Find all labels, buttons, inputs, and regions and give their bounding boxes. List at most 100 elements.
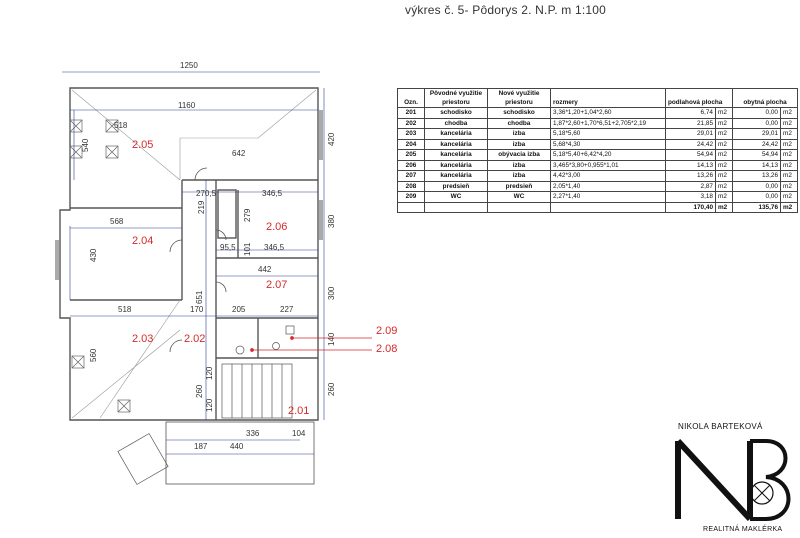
skylights — [69, 119, 131, 413]
table-row: 207 kancelária izba 4,42*3,00 13,26 m2 1… — [397, 170, 798, 182]
dim-label: 346,5 — [262, 189, 283, 198]
cell-dimensions: 5,68*4,30 — [550, 138, 666, 150]
toilet-icon — [235, 345, 245, 355]
cell-unit: m2 — [715, 170, 733, 182]
cell-unit: m2 — [780, 170, 798, 182]
cell-unit: m2 — [715, 180, 733, 192]
cell-code: 203 — [397, 128, 425, 140]
cell-living-area: 54,94 — [732, 149, 781, 161]
cell-floor-area: 2,87 — [665, 180, 716, 192]
cell-original-use: kancelária — [424, 128, 488, 140]
cell-unit: m2 — [715, 149, 733, 161]
cell-code: 205 — [397, 149, 425, 161]
cell-new-use: schodisko — [487, 107, 551, 119]
cell-living-area: 29,01 — [732, 128, 781, 140]
cell-dimensions: 2,27*1,40 — [550, 191, 666, 203]
cell-original-use: predsieň — [424, 180, 488, 192]
skylight-icon — [69, 145, 83, 159]
cell-dimensions: 1,87*2,60+1,70*6,51+2,705*2,19 — [550, 117, 666, 129]
total-floor-area: 170,40 — [665, 201, 716, 213]
col-new-use: Nové využitie priestoru — [487, 88, 551, 108]
dim-label: 440 — [230, 442, 244, 451]
cell-dimensions: 3,465*3,80+0,955*1,01 — [550, 159, 666, 171]
dim-label: 518 — [118, 305, 132, 314]
cell-living-area: 14,13 — [732, 159, 781, 171]
dim-label: 95,5 — [220, 243, 236, 252]
dim-label: 101 — [243, 242, 252, 256]
dim-label: 430 — [89, 248, 98, 262]
room-label: 2.08 — [376, 343, 397, 355]
cell-empty — [550, 201, 666, 213]
dim-label: 1250 — [180, 61, 198, 70]
dim-label: 187 — [194, 442, 208, 451]
room-label: 2.04 — [132, 235, 153, 247]
cell-unit: m2 — [780, 180, 798, 192]
dim-label: 651 — [195, 290, 204, 304]
cell-dimensions: 2,05*1,40 — [550, 180, 666, 192]
cell-unit: m2 — [715, 107, 733, 119]
dim-label: 140 — [327, 332, 336, 346]
room-label: 2.05 — [132, 139, 153, 151]
dim-label: 518 — [114, 121, 128, 130]
staircase — [117, 363, 293, 485]
skylight-icon — [105, 119, 119, 133]
cell-original-use: schodisko — [424, 107, 488, 119]
cell-unit: m2 — [780, 191, 798, 203]
table-total-row: 170,40 m2 135,76 m2 — [397, 201, 798, 213]
cell-code: 208 — [397, 180, 425, 192]
room-label: 2.02 — [184, 333, 205, 345]
dim-label: 442 — [258, 265, 272, 274]
door-icon — [194, 167, 208, 181]
cell-living-area: 0,00 — [732, 180, 781, 192]
table-row: 204 kancelária izba 5,68*4,30 24,42 m2 2… — [397, 138, 798, 150]
kitchen-unit — [217, 189, 237, 239]
skylight-icon — [71, 355, 85, 369]
cell-unit: m2 — [780, 149, 798, 161]
dim-label: 380 — [327, 214, 336, 228]
cell-living-area: 24,42 — [732, 138, 781, 150]
cell-dimensions: 4,42*3,00 — [550, 170, 666, 182]
door-icon — [169, 339, 183, 353]
cell-floor-area: 29,01 — [665, 128, 716, 140]
dim-label: 270,5 — [196, 189, 217, 198]
col-original-use: Pôvodné využitie priestoru — [424, 88, 488, 108]
room-label: 2.01 — [288, 405, 309, 417]
dim-label: 420 — [327, 132, 336, 146]
wc-fixtures — [235, 325, 295, 355]
cell-code: 202 — [397, 117, 425, 129]
cell-unit: m2 — [715, 128, 733, 140]
cell-unit: m2 — [780, 128, 798, 140]
cell-unit: m2 — [715, 138, 733, 150]
dim-label: 568 — [110, 217, 124, 226]
cell-code: 209 — [397, 191, 425, 203]
doors — [169, 167, 227, 353]
sink-icon — [285, 325, 295, 335]
door-icon — [215, 281, 227, 293]
cell-unit: m2 — [780, 107, 798, 119]
cell-unit: m2 — [780, 117, 798, 129]
dim-label: 336 — [246, 429, 260, 438]
cell-empty — [487, 201, 551, 213]
cell-unit: m2 — [780, 159, 798, 171]
cell-unit: m2 — [715, 159, 733, 171]
table-header-row: Ozn. Pôvodné využitie priestoru Nové vyu… — [397, 88, 798, 108]
cell-new-use: izba — [487, 159, 551, 171]
door-icon — [169, 239, 183, 253]
cell-new-use: WC — [487, 191, 551, 203]
room-label: 2.09 — [376, 325, 397, 337]
room-label: 2.06 — [266, 221, 287, 233]
dim-label: 205 — [232, 305, 246, 314]
table-row: 203 kancelária izba 5,18*5,60 29,01 m2 2… — [397, 128, 798, 140]
cell-original-use: kancelária — [424, 159, 488, 171]
cell-unit: m2 — [780, 138, 798, 150]
cell-floor-area: 3,18 — [665, 191, 716, 203]
table-row: 201 schodisko schodisko 3,36*1,20+1,04*2… — [397, 107, 798, 119]
cell-unit: m2 — [715, 201, 733, 213]
cell-original-use: kancelária — [424, 149, 488, 161]
table-row: 208 predsieň predsieň 2,05*1,40 2,87 m2 … — [397, 180, 798, 192]
cell-floor-area: 6,74 — [665, 107, 716, 119]
cell-original-use: WC — [424, 191, 488, 203]
total-living-area: 135,76 — [732, 201, 781, 213]
outer-wall — [59, 87, 319, 421]
leader-lines — [250, 336, 372, 352]
